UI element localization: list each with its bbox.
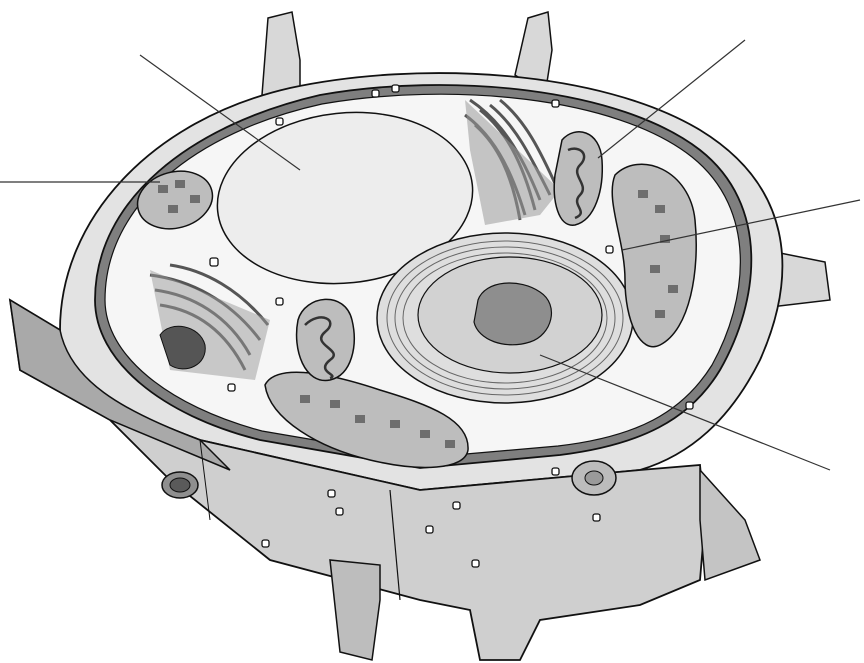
nucleus (377, 233, 633, 403)
nucleolus (474, 283, 551, 345)
wall-protrusion-bottom-right (700, 470, 760, 580)
mitochondrion-center-left (297, 299, 355, 380)
wall-protrusion-bottom-left (330, 560, 380, 660)
